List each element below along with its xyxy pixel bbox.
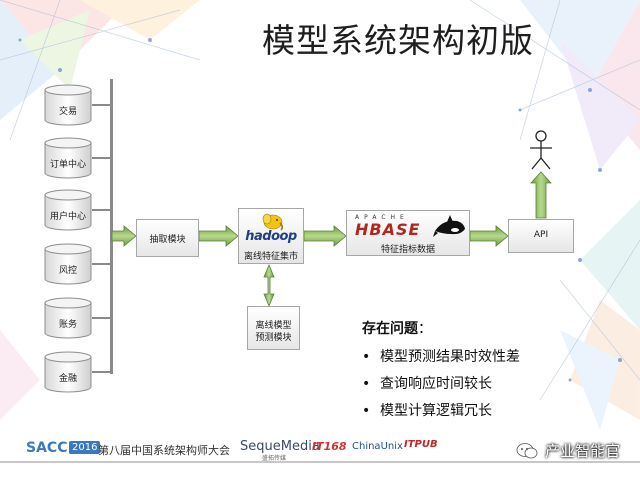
- database-icon: [44, 189, 92, 231]
- conference-name: 第八届中国系统架构师大会: [98, 444, 230, 457]
- source-label: 账务: [58, 320, 77, 330]
- footer-logo-bar: SACC 2016 第八届中国系统架构师大会 SequeMedia 盛拓传媒 I…: [0, 434, 640, 464]
- user-icon: [530, 130, 552, 170]
- source-label: 用户中心: [49, 212, 86, 222]
- issues-list: • 模型预测结果时效性差 • 查询响应时间较长 • 模型计算逻辑冗长: [362, 344, 520, 425]
- wechat-icon: [516, 442, 538, 458]
- database-icon: [44, 137, 92, 179]
- issues-heading-colon: ：: [418, 321, 432, 337]
- bullet: •: [362, 349, 371, 365]
- predict-module-label-line2: 预测模块: [255, 333, 292, 343]
- sacc-logo: SACC: [26, 440, 68, 456]
- arrow-extract-to-hadoop: [198, 225, 239, 247]
- source-db-order-center: 订单中心: [44, 137, 92, 179]
- arrow-hadoop-to-hbase: [303, 225, 347, 247]
- issues-heading: 存在问题：: [362, 318, 520, 338]
- hadoop-box: hadoop 离线特征集市: [238, 208, 304, 264]
- bullet: •: [362, 376, 371, 392]
- api-box: API: [508, 219, 574, 253]
- sequemedia-logo: SequeMedia: [240, 439, 320, 454]
- hadoop-elephant-icon: [262, 213, 284, 231]
- hbase-logo-text: HBASE: [355, 220, 421, 239]
- hadoop-label: 离线特征集市: [243, 252, 298, 262]
- bullet: •: [362, 403, 371, 419]
- source-db-finance: 金融: [44, 351, 92, 393]
- itpub-logo: ITPUB: [404, 439, 438, 450]
- issue-item: • 模型计算逻辑冗长: [362, 398, 520, 425]
- source-label: 订单中心: [49, 160, 86, 170]
- hbase-label: 特征指标数据: [380, 245, 435, 255]
- issue-item: • 查询响应时间较长: [362, 371, 520, 398]
- issues-panel: 存在问题： • 模型预测结果时效性差 • 查询响应时间较长 • 模型计算逻辑冗长: [362, 318, 520, 425]
- page-title: 模型系统架构初版: [262, 21, 534, 60]
- extract-module-box: 抽取模块: [136, 219, 199, 257]
- issue-text: 查询响应时间较长: [380, 376, 492, 392]
- source-bus-line: [110, 79, 113, 374]
- arrow-bus-to-extract: [111, 225, 137, 247]
- footer-divider: [0, 461, 640, 463]
- extract-module-label: 抽取模块: [149, 235, 186, 245]
- source-label: 金融: [58, 374, 77, 384]
- issues-heading-text: 存在问题: [362, 321, 418, 337]
- arrow-hadoop-predict: [263, 263, 275, 308]
- source-label: 交易: [58, 107, 77, 117]
- database-icon: [44, 243, 92, 285]
- predict-module-box: 离线模型 预测模块: [247, 306, 300, 350]
- chinaunix-logo: ChinaUnix: [352, 441, 403, 452]
- database-icon: [44, 351, 92, 393]
- arrow-hbase-to-api: [469, 225, 509, 247]
- issue-text: 模型计算逻辑冗长: [380, 403, 492, 419]
- wechat-watermark: 产业智能官: [516, 440, 620, 461]
- hbase-box: APACHE HBASE 特征指标数据: [346, 210, 470, 256]
- arrow-api-to-user: [530, 171, 552, 219]
- issue-item: • 模型预测结果时效性差: [362, 344, 520, 371]
- watermark-text: 产业智能官: [545, 442, 621, 460]
- source-label: 风控: [58, 266, 77, 276]
- api-label: API: [533, 230, 549, 240]
- sequemedia-subtitle: 盛拓传媒: [262, 455, 287, 462]
- source-db-risk-control: 风控: [44, 243, 92, 285]
- source-db-trade: 交易: [44, 84, 92, 126]
- it168-logo: IT168: [312, 440, 347, 453]
- source-db-accounting: 账务: [44, 297, 92, 339]
- database-icon: [44, 297, 92, 339]
- hadoop-logo-text: hadoop: [245, 229, 297, 244]
- database-icon: [44, 84, 92, 126]
- hbase-logo-apache: APACHE: [355, 214, 409, 221]
- sacc-year-badge: 2016: [69, 441, 101, 454]
- issue-text: 模型预测结果时效性差: [380, 349, 520, 365]
- source-db-user-center: 用户中心: [44, 189, 92, 231]
- predict-module-label-line1: 离线模型: [255, 321, 292, 331]
- orca-icon: [433, 215, 465, 237]
